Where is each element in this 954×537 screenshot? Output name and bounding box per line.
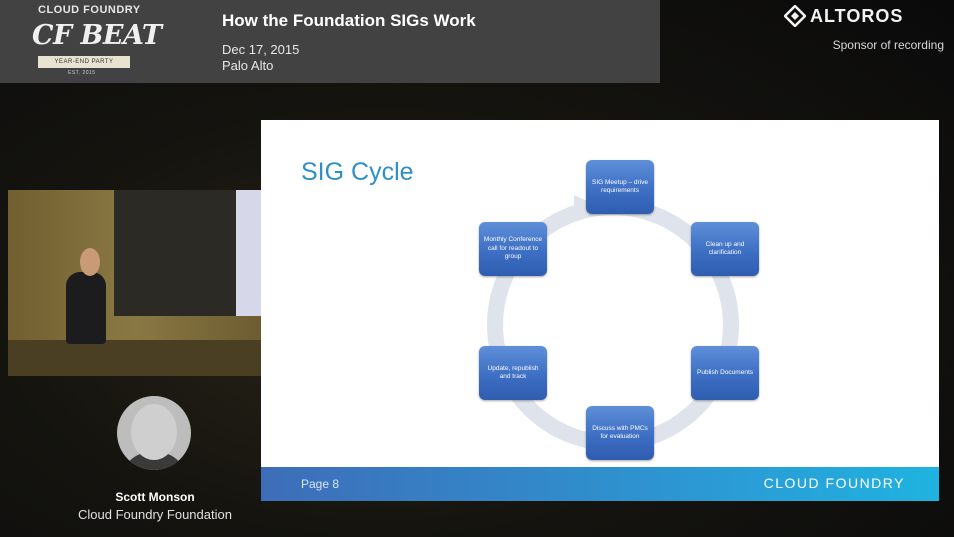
cycle-node-publish: Publish Documents [691,346,759,400]
altoros-logo-icon [784,5,806,27]
cycle-node-clean-up: Clean up and clarification [691,222,759,276]
cycle-node-discuss-pmcs: Discuss with PMCs for evaluation [586,406,654,460]
slide-title: SIG Cycle [301,158,414,186]
talk-date: Dec 17, 2015 [222,42,300,57]
video-speaker-body [66,272,106,344]
talk-title: How the Foundation SIGs Work [222,11,476,30]
event-logo-top-text: CLOUD FOUNDRY [38,4,141,16]
slide-footer: Page 8 CLOUD FOUNDRY [261,467,939,501]
speaker-avatar [117,396,191,470]
sponsor-label: Sponsor of recording [832,38,944,52]
avatar-face [131,404,177,460]
cycle-node-sig-meetup: SIG Meetup – drive requirements [586,160,654,214]
cloud-foundry-logo: CLOUD FOUNDRY [763,475,905,491]
video-whiteboard [114,190,244,316]
sponsor-name: ALTOROS [810,5,904,26]
event-logo-ribbon: YEAR-END PARTY [38,56,130,68]
cycle-node-update: Update, republish and track [479,346,547,400]
video-floor [8,340,262,376]
talk-location: Palo Alto [222,58,274,73]
event-logo-est: EST. 2015 [68,70,96,76]
speaker-organization: Cloud Foundry Foundation [78,507,232,522]
video-header: CLOUD FOUNDRY CF BEAT YEAR-END PARTY EST… [0,0,660,83]
sponsor-logo: ALTOROS [784,5,903,27]
avatar-shirt [121,452,187,470]
speaker-video[interactable] [8,190,262,376]
slide-page-label: Page 8 [301,477,340,491]
event-logo-main-text: CF BEAT [32,20,162,51]
video-projection [236,190,262,316]
speaker-name: Scott Monson [115,490,195,504]
cycle-node-monthly-call: Monthly Conference call for readout to g… [479,222,547,276]
presentation-slide: SIG Cycle SIG Meetup – drive requirement… [261,120,939,501]
event-logo: CLOUD FOUNDRY CF BEAT YEAR-END PARTY EST… [10,4,170,82]
video-speaker-head [80,248,100,276]
